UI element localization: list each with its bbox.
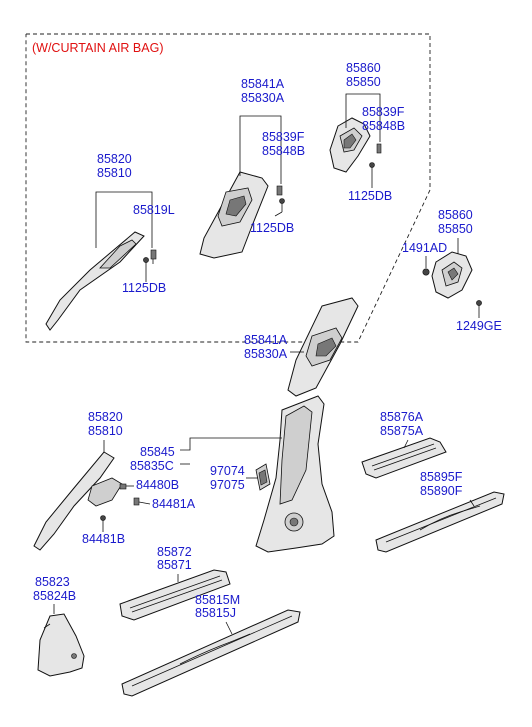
clip-84481B bbox=[100, 515, 106, 528]
label-85841A: 85841A bbox=[241, 77, 285, 91]
center-pillar-trim-upper-boxed bbox=[329, 117, 371, 173]
clip-1491AD bbox=[422, 268, 430, 276]
clip-85839F-a bbox=[276, 185, 283, 196]
leader-85860-group-a bbox=[345, 93, 381, 142]
label-84481B: 84481B bbox=[82, 532, 125, 546]
leader-85876A bbox=[403, 439, 409, 449]
screw-1125DB-c bbox=[369, 162, 375, 176]
label-1125DB: 1125DB bbox=[122, 281, 166, 295]
leader-85815M bbox=[225, 621, 233, 635]
rear-door-scuff-plate-outer bbox=[375, 491, 505, 553]
label-97075: 97075 bbox=[210, 478, 245, 492]
front-door-scuff-plate-inner bbox=[119, 569, 231, 621]
label-85839F: 85839F bbox=[262, 130, 305, 144]
label-85830A: 85830A bbox=[244, 347, 288, 361]
curtain-airbag-boundary bbox=[25, 33, 431, 343]
label-85850: 85850 bbox=[346, 75, 381, 89]
label-85876A: 85876A bbox=[380, 410, 424, 424]
screw-1125DB-b bbox=[279, 198, 285, 212]
label-85850: 85850 bbox=[438, 222, 473, 236]
label-85890F: 85890F bbox=[420, 484, 463, 498]
label-85820: 85820 bbox=[97, 152, 132, 166]
label-85848B: 85848B bbox=[262, 144, 305, 158]
a-pillar-trim-lower bbox=[33, 451, 123, 551]
label-85824B: 85824B bbox=[33, 589, 76, 603]
label-1125DB: 1125DB bbox=[348, 189, 392, 203]
label-1491AD: 1491AD bbox=[402, 241, 447, 255]
label-85839F: 85839F bbox=[362, 105, 405, 119]
label-85860: 85860 bbox=[346, 61, 381, 75]
cowl-side-trim bbox=[37, 613, 85, 677]
label-84480B: 84480B bbox=[136, 478, 179, 492]
leader-85841A-group bbox=[239, 115, 282, 184]
label-97074: 97074 bbox=[210, 464, 245, 478]
label-85835C: 85835C bbox=[130, 459, 174, 473]
label-85810: 85810 bbox=[97, 166, 132, 180]
label-85860: 85860 bbox=[438, 208, 473, 222]
label-85819L: 85819L bbox=[133, 203, 175, 217]
leader-85895F bbox=[469, 499, 475, 507]
leader-1125DB-b bbox=[274, 211, 283, 217]
a-pillar-trim-upper bbox=[45, 231, 145, 331]
label-1125DB: 1125DB bbox=[250, 221, 294, 235]
label-85872: 85872 bbox=[157, 545, 192, 559]
center-pillar-trim-lower-right bbox=[431, 251, 473, 299]
label-85815J: 85815J bbox=[195, 606, 236, 620]
label-85810: 85810 bbox=[88, 424, 123, 438]
clip-85839F-b bbox=[376, 143, 382, 154]
label-84481A: 84481A bbox=[152, 497, 196, 511]
label-85841A: 85841A bbox=[244, 333, 288, 347]
clip-84480B bbox=[119, 483, 127, 490]
label-85848B: 85848B bbox=[362, 119, 405, 133]
rear-door-scuff-plate-inner bbox=[361, 437, 447, 479]
leader-85820-group bbox=[95, 191, 153, 248]
b-pillar-trim-lower bbox=[255, 395, 335, 553]
label-85871: 85871 bbox=[157, 558, 192, 572]
label-1249GE: 1249GE bbox=[456, 319, 502, 333]
label-85820: 85820 bbox=[88, 410, 123, 424]
b-pillar-trim-upper-boxed bbox=[199, 171, 269, 259]
leader-85845 bbox=[180, 437, 282, 451]
label-85815M: 85815M bbox=[195, 593, 240, 607]
curtain-airbag-note: (W/CURTAIN AIR BAG) bbox=[32, 41, 164, 55]
clip-84481A bbox=[133, 497, 140, 506]
label-85830A: 85830A bbox=[241, 91, 285, 105]
b-pillar-trim-upper bbox=[287, 297, 359, 397]
screw-1249GE bbox=[476, 300, 482, 313]
screw-1125DB-a bbox=[143, 257, 149, 268]
clip-85819L-upper bbox=[150, 249, 157, 264]
label-85823: 85823 bbox=[35, 575, 70, 589]
seat-belt-button-97074 bbox=[255, 463, 271, 491]
leader-84481A bbox=[138, 501, 151, 505]
label-85895F: 85895F bbox=[420, 470, 463, 484]
label-85875A: 85875A bbox=[380, 424, 424, 438]
label-85845: 85845 bbox=[140, 445, 175, 459]
front-door-scuff-plate-outer bbox=[121, 609, 301, 697]
